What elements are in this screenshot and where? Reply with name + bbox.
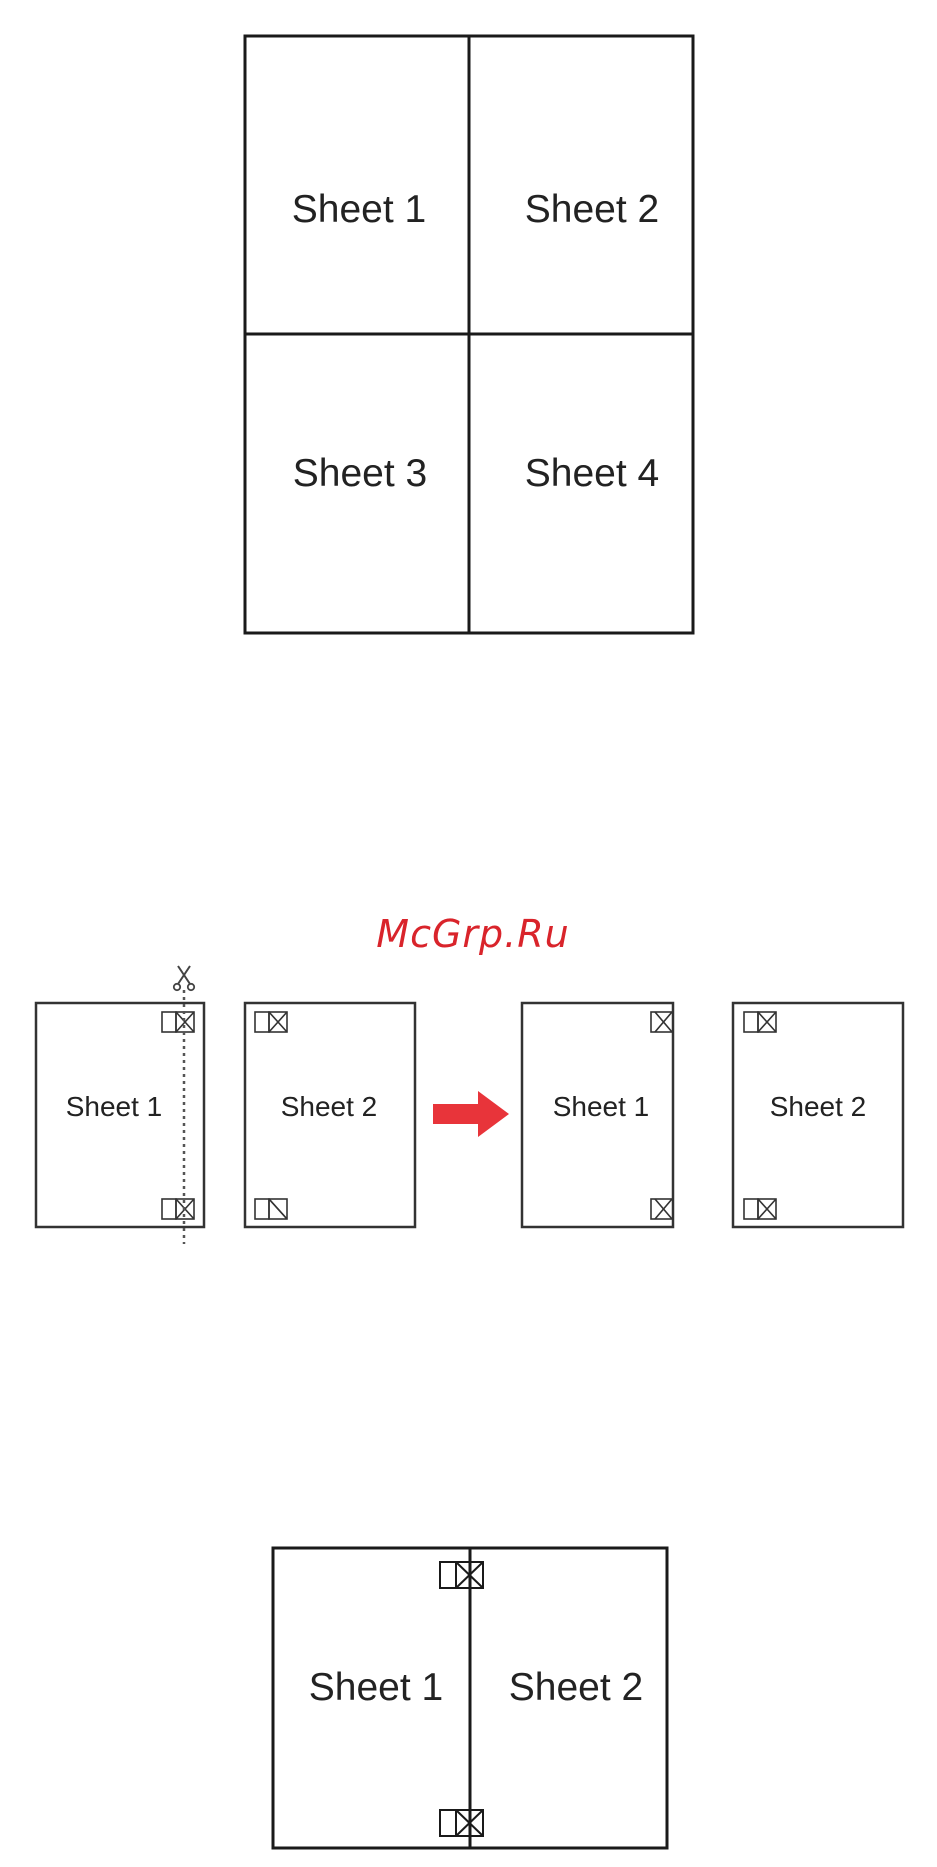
joined-sheet-2-label: Sheet 2 [509,1666,643,1709]
sheet-grid: Sheet 1 Sheet 2 Sheet 3 Sheet 4 [245,36,693,633]
grid-sheet-3-label: Sheet 3 [293,452,427,495]
before-sheet-1: Sheet 1 [36,966,204,1244]
before-sheet-1-label: Sheet 1 [66,1091,163,1122]
after-sheet-1: Sheet 1 [522,1003,673,1227]
right-arrow-icon [433,1091,509,1137]
joined-sheets: Sheet 1 Sheet 2 [273,1548,667,1848]
grid-sheet-4-label: Sheet 4 [525,452,659,495]
after-sheet-2: Sheet 2 [733,1003,903,1227]
before-sheet-2-label: Sheet 2 [281,1091,378,1122]
joined-sheet-1-label: Sheet 1 [309,1666,443,1709]
after-sheet-2-label: Sheet 2 [770,1091,867,1122]
after-sheet-1-label: Sheet 1 [553,1091,650,1122]
scissors-icon [174,966,194,990]
watermark-text: McGrp.Ru [376,912,569,956]
grid-sheet-1-label: Sheet 1 [292,188,426,231]
before-sheet-2: Sheet 2 [245,1003,415,1227]
cut-step: Sheet 1 She [36,966,903,1244]
grid-sheet-2-label: Sheet 2 [525,188,659,231]
